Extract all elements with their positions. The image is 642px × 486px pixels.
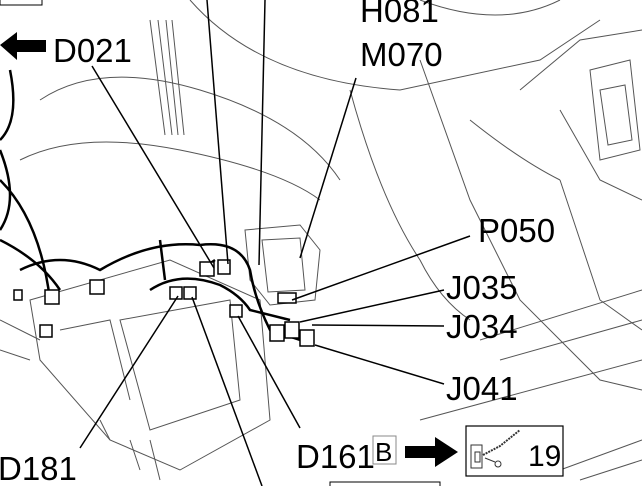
label-d181: D181 [0,450,77,486]
wiring-harness [0,69,315,347]
label-d161: D161 [296,438,375,475]
leader-lines [79,0,471,486]
label-m070: M070 [360,36,443,73]
connector-ground-icon [470,429,521,469]
label-j041: J041 [446,370,518,407]
label-d021: D021 [53,32,132,69]
label-p050: P050 [478,212,555,249]
variant-badge: B [375,437,392,467]
label-h081: H081 [360,0,439,29]
label-j035: J035 [446,269,518,306]
reference-page-number: 19 [528,440,561,473]
reference-box[interactable]: 19 [465,425,564,477]
label-j034: J034 [446,308,518,345]
arrow-left-icon [0,32,46,60]
arrow-right-icon [405,437,458,467]
